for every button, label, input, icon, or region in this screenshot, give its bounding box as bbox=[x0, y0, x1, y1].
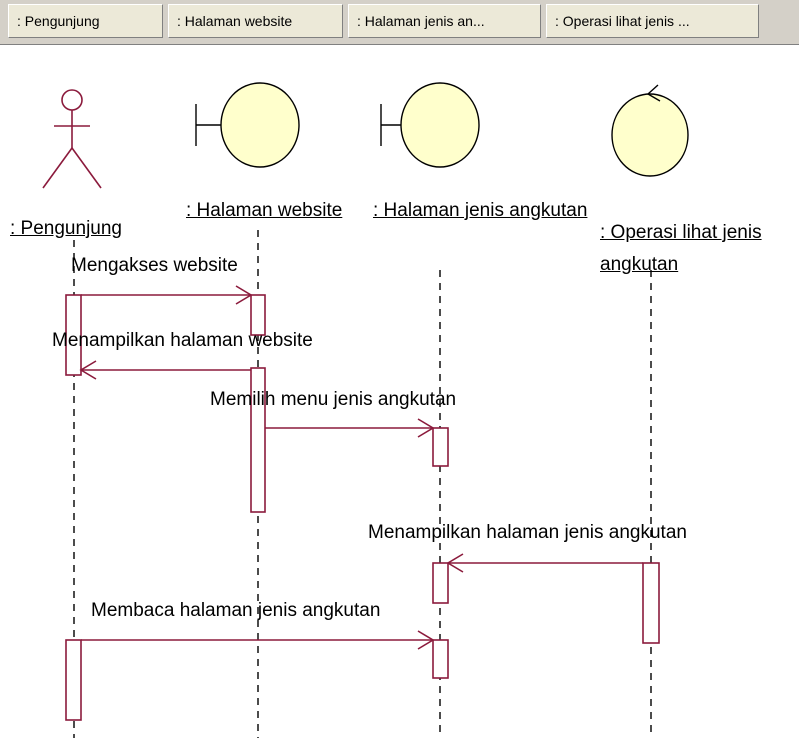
message-arrow bbox=[265, 418, 435, 438]
message-label: Menampilkan halaman jenis angkutan bbox=[368, 522, 687, 543]
boundary-icon bbox=[195, 82, 300, 168]
message-label: Menampilkan halaman website bbox=[52, 330, 313, 351]
activation-bar bbox=[250, 367, 266, 513]
tab-operasi-lihat-jenis[interactable]: : Operasi lihat jenis ... bbox=[546, 4, 759, 38]
activation-bar bbox=[65, 294, 82, 376]
message-arrow bbox=[81, 285, 253, 305]
tab-halaman-website[interactable]: : Halaman website bbox=[168, 4, 343, 38]
object-label-halaman-jenis-angkutan: : Halaman jenis angkutan bbox=[373, 200, 588, 221]
actor-icon bbox=[42, 89, 102, 189]
sequence-diagram-canvas bbox=[42, 82, 689, 738]
control-icon bbox=[611, 84, 689, 177]
activation-bar bbox=[432, 639, 449, 679]
object-label-pengunjung: : Pengunjung bbox=[10, 218, 122, 239]
activation-bar bbox=[642, 562, 660, 644]
object-label-operasi-line1: : Operasi lihat jenis bbox=[600, 222, 762, 243]
object-tab-bar: : Pengunjung : Halaman website : Halaman… bbox=[0, 0, 799, 45]
tab-halaman-jenis-angkutan[interactable]: : Halaman jenis an... bbox=[348, 4, 541, 38]
tab-pengunjung[interactable]: : Pengunjung bbox=[8, 4, 163, 38]
boundary-icon bbox=[380, 82, 480, 168]
message-arrow bbox=[79, 360, 251, 380]
message-label: Membaca halaman jenis angkutan bbox=[91, 600, 381, 621]
activation-bar bbox=[432, 427, 449, 467]
message-label: Mengakses website bbox=[71, 255, 238, 276]
message-arrow bbox=[446, 553, 643, 573]
activation-bar bbox=[250, 294, 266, 336]
object-label-operasi-line2: angkutan bbox=[600, 254, 679, 275]
activation-bar bbox=[65, 639, 82, 721]
object-label-halaman-website: : Halaman website bbox=[186, 200, 343, 221]
message-label: Memilih menu jenis angkutan bbox=[210, 389, 457, 410]
activation-bar bbox=[432, 562, 449, 604]
message-arrow bbox=[81, 630, 435, 650]
